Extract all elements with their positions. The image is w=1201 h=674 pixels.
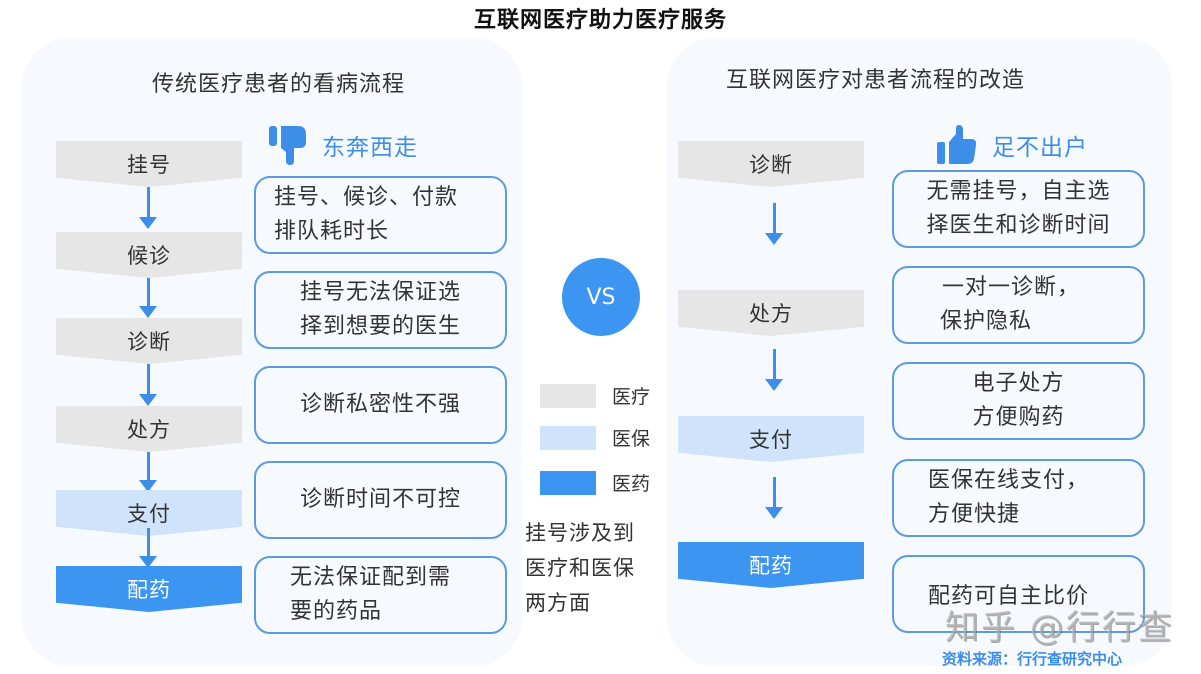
vs-badge: VS xyxy=(562,258,640,336)
legend-label: 医保 xyxy=(612,428,651,450)
note-line: 择医生和诊断时间 xyxy=(926,213,1111,238)
thumbs-up-icon xyxy=(937,125,977,164)
traditional-panel-title: 传统医疗患者的看病流程 xyxy=(152,72,406,97)
arrow-down-icon xyxy=(139,278,157,318)
note-line: 无需挂号，自主选 xyxy=(926,179,1111,204)
note-line: 医保在线支付， xyxy=(928,468,1090,493)
internet-note-e-prescription: 电子处方 方便购药 xyxy=(892,362,1145,440)
step-online-dispensing: 配药 xyxy=(678,542,864,588)
step-online-prescription: 处方 xyxy=(678,290,864,336)
legend-note-line: 医疗和医保 xyxy=(525,556,635,580)
note-line: 方便快捷 xyxy=(928,502,1021,527)
note-line: 要的药品 xyxy=(290,599,383,624)
internet-note-online-payment: 医保在线支付， 方便快捷 xyxy=(892,459,1145,537)
source-credit: 资料来源：行行查研究中心 xyxy=(942,650,1123,668)
arrow-down-icon xyxy=(765,477,783,519)
legend-note: 挂号涉及到 医疗和医保 两方面 xyxy=(525,516,665,621)
legend-swatch-medical xyxy=(540,383,596,408)
arrow-down-icon xyxy=(765,349,783,391)
internet-note-price-compare: 配药可自主比价 xyxy=(892,555,1145,633)
arrow-down-icon xyxy=(139,528,157,568)
arrow-down-icon xyxy=(765,203,783,245)
page-title: 互联网医疗助力医疗服务 xyxy=(473,8,727,33)
traditional-note-medicine: 无法保证配到需 要的药品 xyxy=(254,556,507,634)
internet-panel-title: 互联网医疗对患者流程的改造 xyxy=(726,68,1026,93)
traditional-note-time: 诊断时间不可控 xyxy=(254,461,507,539)
note-line: 诊断私密性不强 xyxy=(299,392,461,417)
arrow-down-icon xyxy=(139,364,157,406)
note-line: 挂号无法保证选 xyxy=(299,280,461,305)
note-line: 挂号、候诊、付款 xyxy=(274,185,459,210)
step-online-payment: 支付 xyxy=(678,416,864,462)
step-online-diagnosis: 诊断 xyxy=(678,141,864,187)
arrow-down-icon xyxy=(139,187,157,229)
note-line: 电子处方 xyxy=(972,371,1065,396)
traditional-note-doctor-choice: 挂号无法保证选 择到想要的医生 xyxy=(254,271,507,349)
note-line: 保护隐私 xyxy=(940,309,1033,334)
note-line: 一对一诊断， xyxy=(942,275,1081,300)
internet-note-privacy: 一对一诊断， 保护隐私 xyxy=(892,266,1145,344)
traditional-verdict: 东奔西走 xyxy=(268,124,418,166)
legend-note-line: 两方面 xyxy=(525,591,591,615)
step-registration: 挂号 xyxy=(56,141,242,187)
legend-item-insurance: 医保 xyxy=(540,424,650,451)
traditional-verdict-label: 东奔西走 xyxy=(322,135,418,161)
note-line: 无法保证配到需 xyxy=(290,565,452,590)
legend-label: 医疗 xyxy=(612,386,651,408)
internet-verdict: 足不出户 xyxy=(936,124,1088,166)
step-dispensing: 配药 xyxy=(56,566,242,612)
watermark: 知乎 @行行查 xyxy=(945,608,1174,648)
step-diagnosis: 诊断 xyxy=(56,318,242,364)
thumbs-down-icon xyxy=(269,126,306,165)
legend-swatch-pharma xyxy=(540,470,596,495)
legend-item-medical: 医疗 xyxy=(540,382,650,409)
legend-note-line: 挂号涉及到 xyxy=(525,521,635,545)
note-line: 择到想要的医生 xyxy=(299,314,461,339)
note-line: 方便购药 xyxy=(972,405,1065,430)
traditional-note-privacy: 诊断私密性不强 xyxy=(254,366,507,444)
step-prescription: 处方 xyxy=(56,406,242,452)
internet-note-no-registration: 无需挂号，自主选 择医生和诊断时间 xyxy=(892,170,1145,248)
step-waiting: 候诊 xyxy=(56,232,242,278)
note-line: 诊断时间不可控 xyxy=(299,487,461,512)
legend-label: 医药 xyxy=(612,473,651,495)
legend-item-pharma: 医药 xyxy=(540,469,650,496)
traditional-note-queue: 挂号、候诊、付款 排队耗时长 xyxy=(254,176,507,254)
note-line: 配药可自主比价 xyxy=(928,584,1090,609)
arrow-down-icon xyxy=(139,452,157,492)
internet-verdict-label: 足不出户 xyxy=(992,135,1088,161)
note-line: 排队耗时长 xyxy=(274,219,390,244)
legend-swatch-insurance xyxy=(540,425,596,450)
